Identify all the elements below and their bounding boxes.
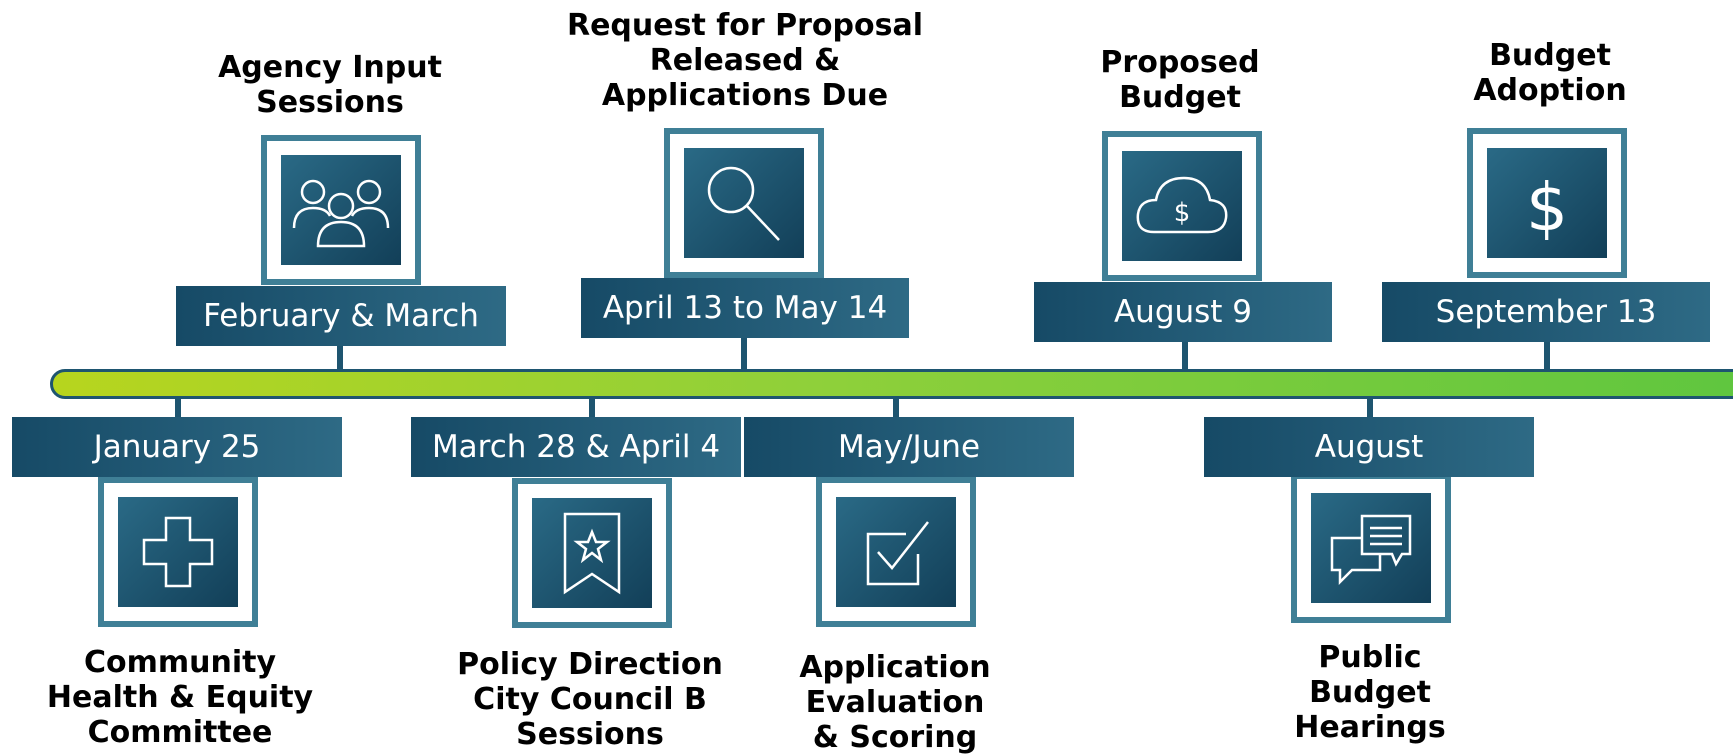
- milestone-date: May/June: [744, 417, 1074, 477]
- milestone-title: Public Budget Hearings: [1294, 640, 1446, 745]
- dollar-sign-icon: $: [1526, 169, 1568, 246]
- icon-frame: $: [1102, 131, 1262, 281]
- speech-bubbles-icon: [1330, 514, 1412, 586]
- icon-frame: [664, 128, 824, 278]
- milestone-date: February & March: [176, 286, 506, 346]
- milestone-date: April 13 to May 14: [581, 278, 909, 338]
- people-group-icon: [292, 179, 390, 248]
- milestone-title: Policy Direction City Council B Sessions: [457, 647, 723, 752]
- milestone-date: September 13: [1382, 282, 1710, 342]
- milestone-date: March 28 & April 4: [411, 417, 741, 477]
- checkbox-icon: [866, 521, 929, 586]
- timeline-connector: [1544, 342, 1550, 372]
- svg-text:$: $: [1174, 198, 1191, 228]
- milestone-title: Community Health & Equity Committee: [46, 645, 314, 750]
- timeline-connector: [175, 397, 181, 417]
- milestone-date: August: [1204, 417, 1534, 477]
- icon-frame: [261, 135, 421, 285]
- milestone-title: Request for Proposal Released & Applicat…: [566, 8, 924, 113]
- timeline-connector: [893, 397, 899, 417]
- medical-cross-icon: [142, 516, 214, 588]
- milestone-title: Budget Adoption: [1473, 38, 1627, 108]
- icon-frame: $: [1467, 128, 1627, 278]
- milestone-title: Agency Input Sessions: [218, 50, 442, 120]
- bookmark-star-icon: [563, 512, 621, 595]
- magnifier-icon: [707, 166, 780, 241]
- milestone-date: January 25: [12, 417, 342, 477]
- timeline-connector: [589, 397, 595, 417]
- cloud-dollar-icon: $: [1136, 176, 1228, 234]
- icon-frame: [512, 478, 672, 628]
- timeline-connector: [741, 338, 747, 372]
- timeline-connector: [337, 346, 343, 372]
- icon-frame: [1291, 473, 1451, 623]
- timeline-connector: [1367, 397, 1373, 417]
- timeline-bar: [50, 369, 1733, 399]
- milestone-date: August 9: [1034, 282, 1332, 342]
- icon-frame: [816, 477, 976, 627]
- milestone-title: Proposed Budget: [1100, 45, 1260, 115]
- timeline-connector: [1182, 342, 1188, 372]
- icon-frame: [98, 477, 258, 627]
- milestone-title: Application Evaluation & Scoring: [799, 650, 991, 755]
- svg-text:$: $: [1526, 169, 1568, 246]
